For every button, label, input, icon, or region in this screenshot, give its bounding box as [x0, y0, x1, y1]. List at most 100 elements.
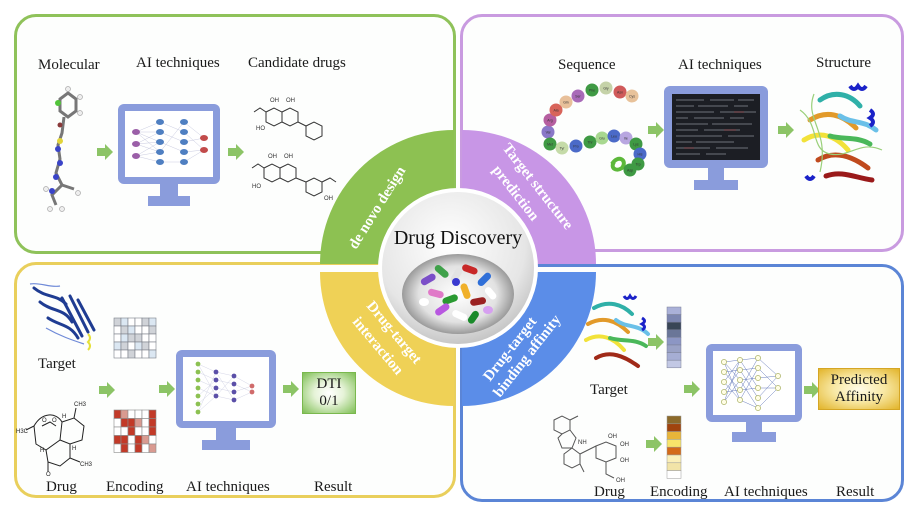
arrow-right-icon	[684, 381, 700, 397]
amino-acid-label: His	[637, 153, 642, 157]
footer-result: Result	[836, 484, 875, 500]
grid-cell	[120, 418, 129, 428]
grid-cell	[134, 333, 143, 343]
de-novo-design-panel	[14, 14, 456, 254]
drug-molecule-structure: CH3 H H3C O O H H CH3 O	[16, 402, 93, 478]
grid-cell	[113, 418, 122, 428]
grid-cell	[113, 333, 122, 343]
amino-acid-bead	[633, 147, 647, 161]
grid-cell	[120, 325, 129, 335]
o-label: O	[52, 418, 57, 424]
candidate-drug-structure-1: OH OH HO	[253, 98, 323, 141]
predicted-affinity-result-box: Predicted Affinity	[818, 368, 900, 410]
amino-acid-bead	[613, 85, 627, 99]
encoding-cell	[666, 439, 682, 448]
amino-acid-bead	[607, 129, 621, 143]
ho-label: HO	[252, 184, 261, 190]
amino-acid-label: Leu	[611, 135, 617, 139]
amino-acid-label: Cys	[629, 95, 635, 99]
amino-acid-label: Tyr	[560, 147, 566, 151]
encoding-cell	[666, 352, 682, 361]
oh-label: OH	[286, 98, 295, 104]
amino-acid-bead	[543, 113, 557, 127]
arrow-right-icon	[97, 144, 113, 160]
amino-acid-bead	[625, 89, 639, 103]
drug-encoding-vector	[666, 415, 682, 479]
amino-acid-label: Trp	[635, 163, 640, 167]
grid-cell	[141, 333, 150, 343]
encoding-cell	[666, 462, 682, 471]
encoding-cell	[666, 337, 682, 346]
amino-acid-label: Val	[546, 131, 551, 135]
grid-cell	[134, 443, 143, 453]
encoding-cell	[666, 306, 682, 315]
label-drug: Drug	[46, 479, 77, 495]
dti-result-value: 0/1	[319, 393, 339, 409]
amino-acid-bead	[559, 95, 573, 109]
amino-acid-label: Ile	[624, 137, 628, 141]
h-label: H	[62, 414, 66, 420]
footer-encoding: Encoding	[650, 484, 708, 500]
amino-acid-label: Phe	[589, 89, 595, 93]
grid-cell	[127, 317, 136, 327]
grid-cell	[148, 333, 157, 343]
amino-acid-bead	[569, 139, 583, 153]
grid-cell	[134, 409, 143, 419]
grid-cell	[134, 325, 143, 335]
grid-cell	[113, 349, 122, 359]
ai-monitor-neural-network	[118, 104, 220, 206]
target-protein-image	[29, 282, 96, 351]
grid-cell	[134, 349, 143, 359]
arrow-right-icon	[159, 381, 175, 397]
h3c-label: H3C	[16, 429, 29, 435]
grid-cell	[120, 435, 129, 445]
oh-label: OH	[616, 478, 625, 484]
amino-acid-label: Gly	[603, 87, 609, 91]
grid-cell	[141, 418, 150, 428]
grid-cell	[127, 325, 136, 335]
ai-monitor-code-screen	[664, 86, 768, 190]
h-label: H	[40, 448, 44, 454]
grid-cell	[148, 349, 157, 359]
grid-cell	[127, 443, 136, 453]
grid-cell	[113, 317, 122, 327]
h-label: H	[72, 446, 76, 452]
grid-cell	[134, 418, 143, 428]
amino-acid-label: Met	[547, 143, 553, 147]
target-protein-image	[584, 293, 650, 368]
amino-acid-label: Asp	[627, 169, 633, 173]
grid-cell	[120, 349, 129, 359]
amino-acid-bead	[543, 137, 557, 151]
affinity-result-title: Predicted	[830, 372, 888, 388]
o-label: O	[42, 418, 47, 424]
grid-cell	[141, 443, 150, 453]
grid-cell	[148, 426, 157, 436]
amino-acid-bead	[583, 135, 597, 149]
grid-cell	[120, 409, 129, 419]
amino-acid-label: Lys	[633, 143, 639, 147]
grid-cell	[148, 435, 157, 445]
encoding-cell	[666, 454, 682, 464]
header-sequence: Sequence	[558, 57, 616, 73]
grid-cell	[127, 349, 136, 359]
encoding-cell	[666, 314, 682, 323]
amino-acid-bead	[619, 131, 633, 145]
encoding-cell	[666, 359, 682, 369]
grid-cell	[120, 333, 129, 343]
grid-cell	[113, 341, 122, 351]
grid-cell	[141, 426, 150, 436]
grid-cell	[120, 317, 129, 327]
dti-result-box: DTI 0/1	[302, 372, 356, 414]
footer-ai-techniques: AI techniques	[186, 479, 270, 495]
oh-label: OH	[608, 434, 617, 440]
grid-cell	[148, 418, 157, 428]
ai-monitor-neural-network	[176, 350, 276, 450]
arrow-right-icon	[648, 334, 664, 350]
grid-cell	[113, 443, 122, 453]
grid-cell	[127, 409, 136, 419]
header-molecular: Molecular	[38, 57, 100, 73]
grid-cell	[134, 426, 143, 436]
amino-acid-bead	[549, 103, 563, 117]
oh-label: OH	[284, 154, 293, 160]
